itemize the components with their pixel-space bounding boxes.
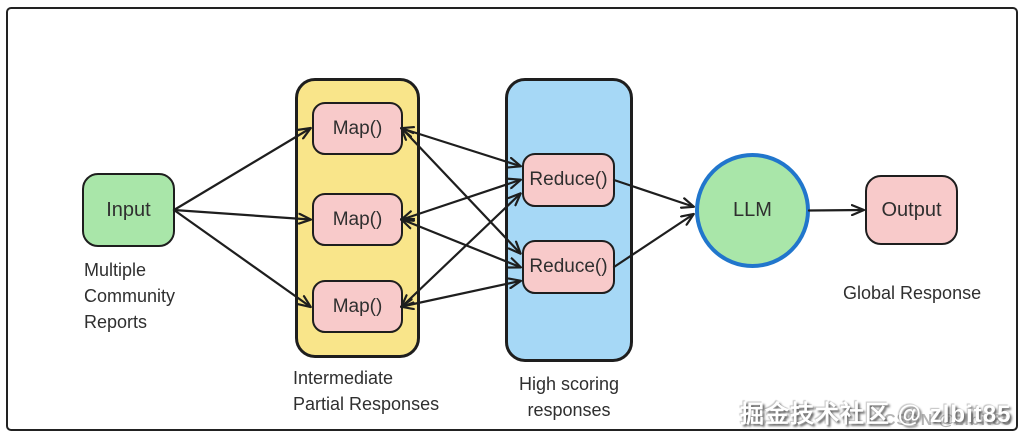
node-map-3: Map() [312,280,403,333]
node-map-1: Map() [312,102,403,155]
watermark-secondary: CSDN @zlbit85 [884,412,1013,429]
node-input: Input [82,173,175,247]
reduce-group [505,78,633,362]
edge-input-to-map-3 [172,208,310,307]
edge-input-to-map-2 [172,208,310,220]
caption-reduces: High scoring responses [518,374,620,420]
edge-llm-to-output [807,210,863,211]
node-reduce-1: Reduce() [522,153,615,207]
edge-input-to-map-1 [172,129,310,212]
node-map-2: Map() [312,193,403,246]
node-reduce-2: Reduce() [522,240,615,294]
node-llm: LLM [695,153,810,268]
watermark-primary: 掘金技术社区 @ zlbit85 [740,401,1012,428]
caption-input: Multiple Community Reports [84,260,176,332]
caption-output: Global Response [843,283,982,303]
caption-maps: Intermediate Partial Responses [293,368,440,414]
node-output: Output [865,175,958,245]
